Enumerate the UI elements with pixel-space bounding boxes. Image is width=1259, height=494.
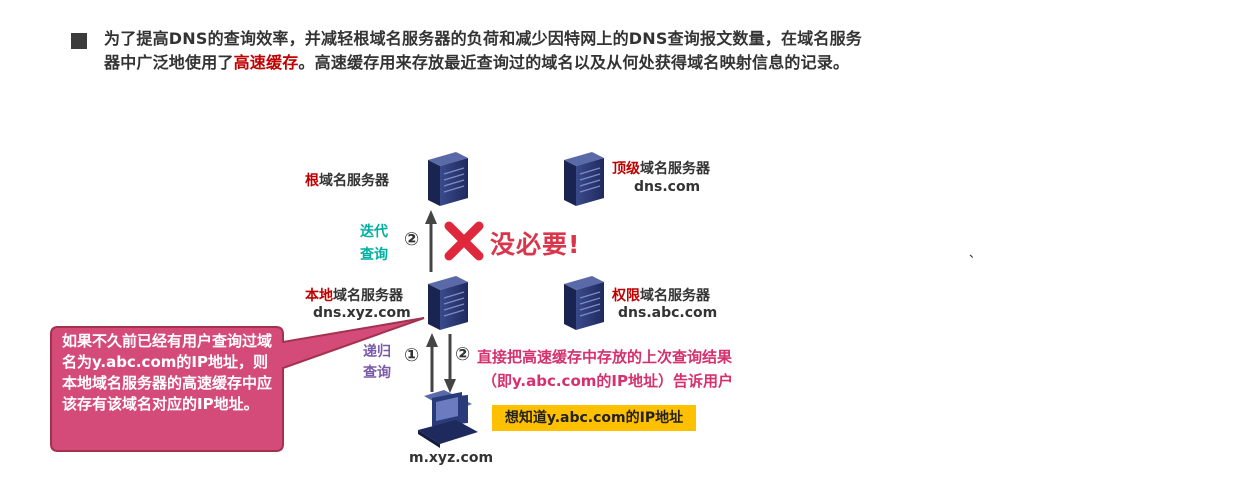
auth-suffix: 域名服务器 xyxy=(640,288,710,304)
reply-step-2: ② xyxy=(455,344,471,365)
intro-line-2-post: 。高速缓存用来存放最近查询过的域名以及从何处获得域名映射信息的记录。 xyxy=(298,53,850,72)
recursive-label-1: 递归 xyxy=(363,344,391,360)
local-server-icon xyxy=(427,275,469,331)
local-prefix: 本地 xyxy=(305,288,333,304)
callout-shape xyxy=(50,317,425,452)
tld-domain: dns.com xyxy=(634,179,701,195)
tld-prefix: 顶级 xyxy=(612,161,640,177)
recursive-query-arrowhead xyxy=(426,333,438,347)
stray-mark: 、 xyxy=(969,246,982,260)
intro-paragraph: 为了提高DNS的查询效率，并减轻根域名服务器的负荷和减少因特网上的DNS查询报文… xyxy=(104,27,944,75)
host-domain: m.xyz.com xyxy=(409,450,494,466)
not-needed-text: 没必要! xyxy=(490,230,581,259)
tld-suffix: 域名服务器 xyxy=(640,161,710,177)
reply-line-2: （即y.abc.com的IP地址）告诉用户 xyxy=(482,372,733,390)
callout-text: 如果不久前已经有用户查询过域名为y.abc.com的IP地址，则本地域名服务器的… xyxy=(62,332,273,413)
local-domain: dns.xyz.com xyxy=(313,305,411,321)
intro-line-2: 器中广泛地使用了高速缓存。高速缓存用来存放最近查询过的域名以及从何处获得域名映射… xyxy=(104,51,944,75)
iterative-step: ② xyxy=(404,229,420,250)
recursive-step-1: ① xyxy=(404,345,420,366)
iterative-label-1: 迭代 xyxy=(360,224,388,240)
auth-server-icon xyxy=(563,275,605,331)
recursive-label-2: 查询 xyxy=(363,365,391,381)
bullet-square xyxy=(71,33,87,49)
auth-server-label: 权限域名服务器 xyxy=(612,285,710,305)
intro-highlight: 高速缓存 xyxy=(233,53,299,72)
iterative-label-2: 查询 xyxy=(360,247,388,263)
local-suffix: 域名服务器 xyxy=(333,288,403,304)
tld-server-label: 顶级域名服务器 xyxy=(612,158,710,178)
question-badge: 想知道y.abc.com的IP地址 xyxy=(492,405,696,431)
intro-line-1: 为了提高DNS的查询效率，并减轻根域名服务器的负荷和减少因特网上的DNS查询报文… xyxy=(104,29,862,48)
root-suffix: 域名服务器 xyxy=(319,173,389,189)
auth-domain: dns.abc.com xyxy=(618,305,718,321)
auth-prefix: 权限 xyxy=(612,288,640,304)
root-server-label: 根域名服务器 xyxy=(305,170,389,190)
reply-line-1: 直接把高速缓存中存放的上次查询结果 xyxy=(477,348,733,366)
root-prefix: 根 xyxy=(305,173,319,189)
cross-icon xyxy=(444,221,484,261)
root-server-icon xyxy=(427,151,469,207)
local-server-label: 本地域名服务器 xyxy=(305,285,403,305)
intro-line-2-pre: 器中广泛地使用了 xyxy=(104,53,234,72)
computer-icon xyxy=(418,390,478,448)
tld-server-icon xyxy=(563,151,605,207)
iterative-arrowhead xyxy=(425,210,437,224)
reply-arrowhead xyxy=(444,379,456,393)
